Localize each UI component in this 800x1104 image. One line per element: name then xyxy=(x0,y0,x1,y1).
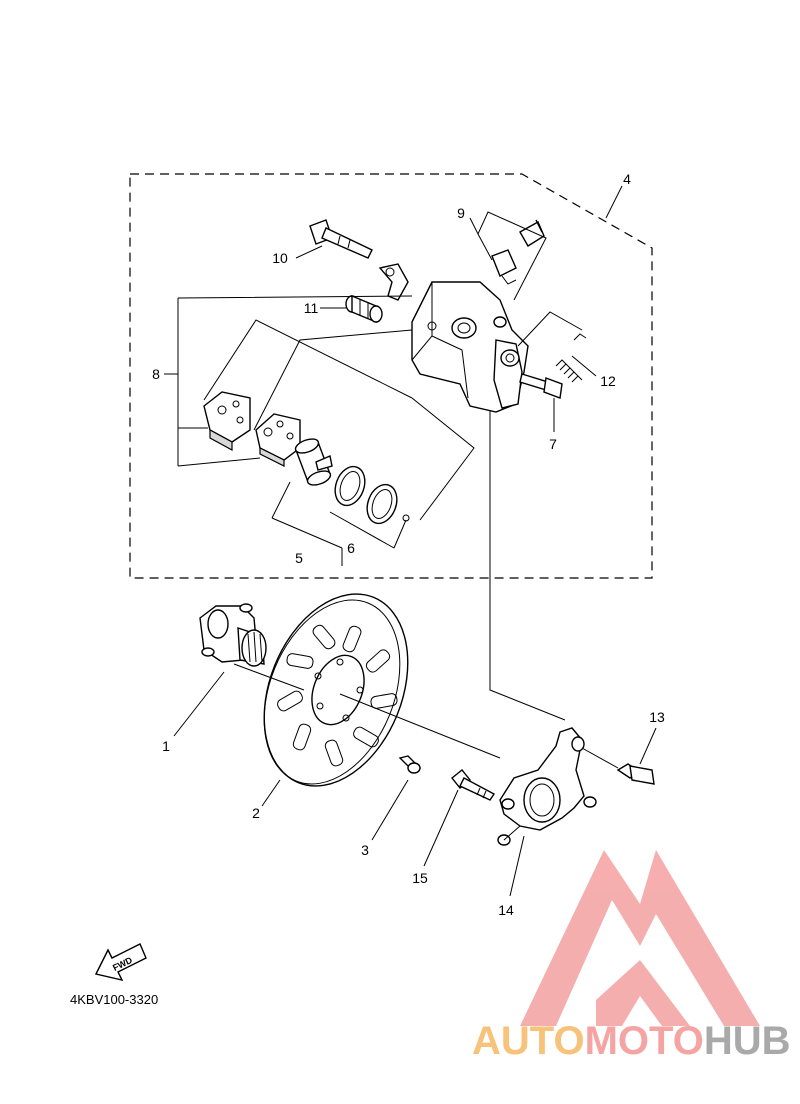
bracket-axis-line xyxy=(581,747,619,769)
brake-pad-outer xyxy=(203,391,251,452)
hub-axis-line xyxy=(233,663,501,759)
caliper-bolt xyxy=(519,373,563,399)
bracket-bolt xyxy=(451,769,496,801)
caliper-body xyxy=(411,281,529,413)
leader-4 xyxy=(605,185,623,219)
seal-group-bracket xyxy=(329,511,407,549)
pad-spring xyxy=(555,333,587,383)
piston-group-bracket xyxy=(271,397,475,566)
pad-clip xyxy=(378,263,409,301)
caliper-piston xyxy=(294,438,333,486)
bleed-screw xyxy=(491,219,545,285)
callout-4: 4 xyxy=(623,171,631,187)
watermark-triangle-icon xyxy=(520,850,760,1026)
callout-6: 6 xyxy=(347,540,355,556)
leader-14 xyxy=(509,835,525,897)
drawing-code: 4KBV100-3320 xyxy=(70,992,158,1007)
caliper-to-bracket-leader xyxy=(489,395,566,721)
callout-3: 3 xyxy=(361,842,369,858)
callout-12: 12 xyxy=(600,373,616,389)
leader-12 xyxy=(517,311,597,377)
leader-2 xyxy=(261,779,281,807)
pad-group-bracket xyxy=(164,295,413,467)
callout-1: 1 xyxy=(162,738,170,754)
brake-pad-inner xyxy=(255,413,301,467)
pad-to-caliper-lines xyxy=(203,319,413,431)
leader-1 xyxy=(173,671,225,737)
watermark-brand: AUTOMOTOHUB xyxy=(472,1019,791,1063)
caliper-bracket xyxy=(497,727,597,846)
callout-10: 10 xyxy=(272,250,288,266)
piston-seal xyxy=(334,465,366,507)
pin-boot xyxy=(345,294,383,324)
watermark-moto: MOTO xyxy=(585,1019,704,1063)
slide-pin-bolt xyxy=(309,219,373,259)
callout-11: 11 xyxy=(304,300,319,316)
brake-disc xyxy=(263,593,409,787)
leader-3 xyxy=(371,779,409,841)
callout-5: 5 xyxy=(295,550,303,566)
leader-10 xyxy=(295,245,323,259)
fwd-arrow-icon: FWD xyxy=(94,943,147,982)
callout-13: 13 xyxy=(649,709,665,725)
disc-bolt xyxy=(398,755,422,774)
bracket-mount-bolt xyxy=(616,763,655,785)
callout-14: 14 xyxy=(498,902,514,918)
callout-7: 7 xyxy=(549,436,557,452)
caliper-assembly-boundary xyxy=(129,173,653,579)
leader-15 xyxy=(423,789,459,867)
callout-8: 8 xyxy=(152,366,160,382)
leader-9 xyxy=(469,211,547,301)
leader-13 xyxy=(639,727,657,765)
dust-seal xyxy=(366,483,398,525)
watermark-logo xyxy=(520,850,760,1026)
rear-hub xyxy=(199,603,267,667)
callout-9: 9 xyxy=(457,205,465,221)
watermark-auto: AUTO xyxy=(472,1019,585,1063)
callout-15: 15 xyxy=(412,870,428,886)
callout-2: 2 xyxy=(252,805,260,821)
watermark-hub: HUB xyxy=(704,1019,791,1063)
